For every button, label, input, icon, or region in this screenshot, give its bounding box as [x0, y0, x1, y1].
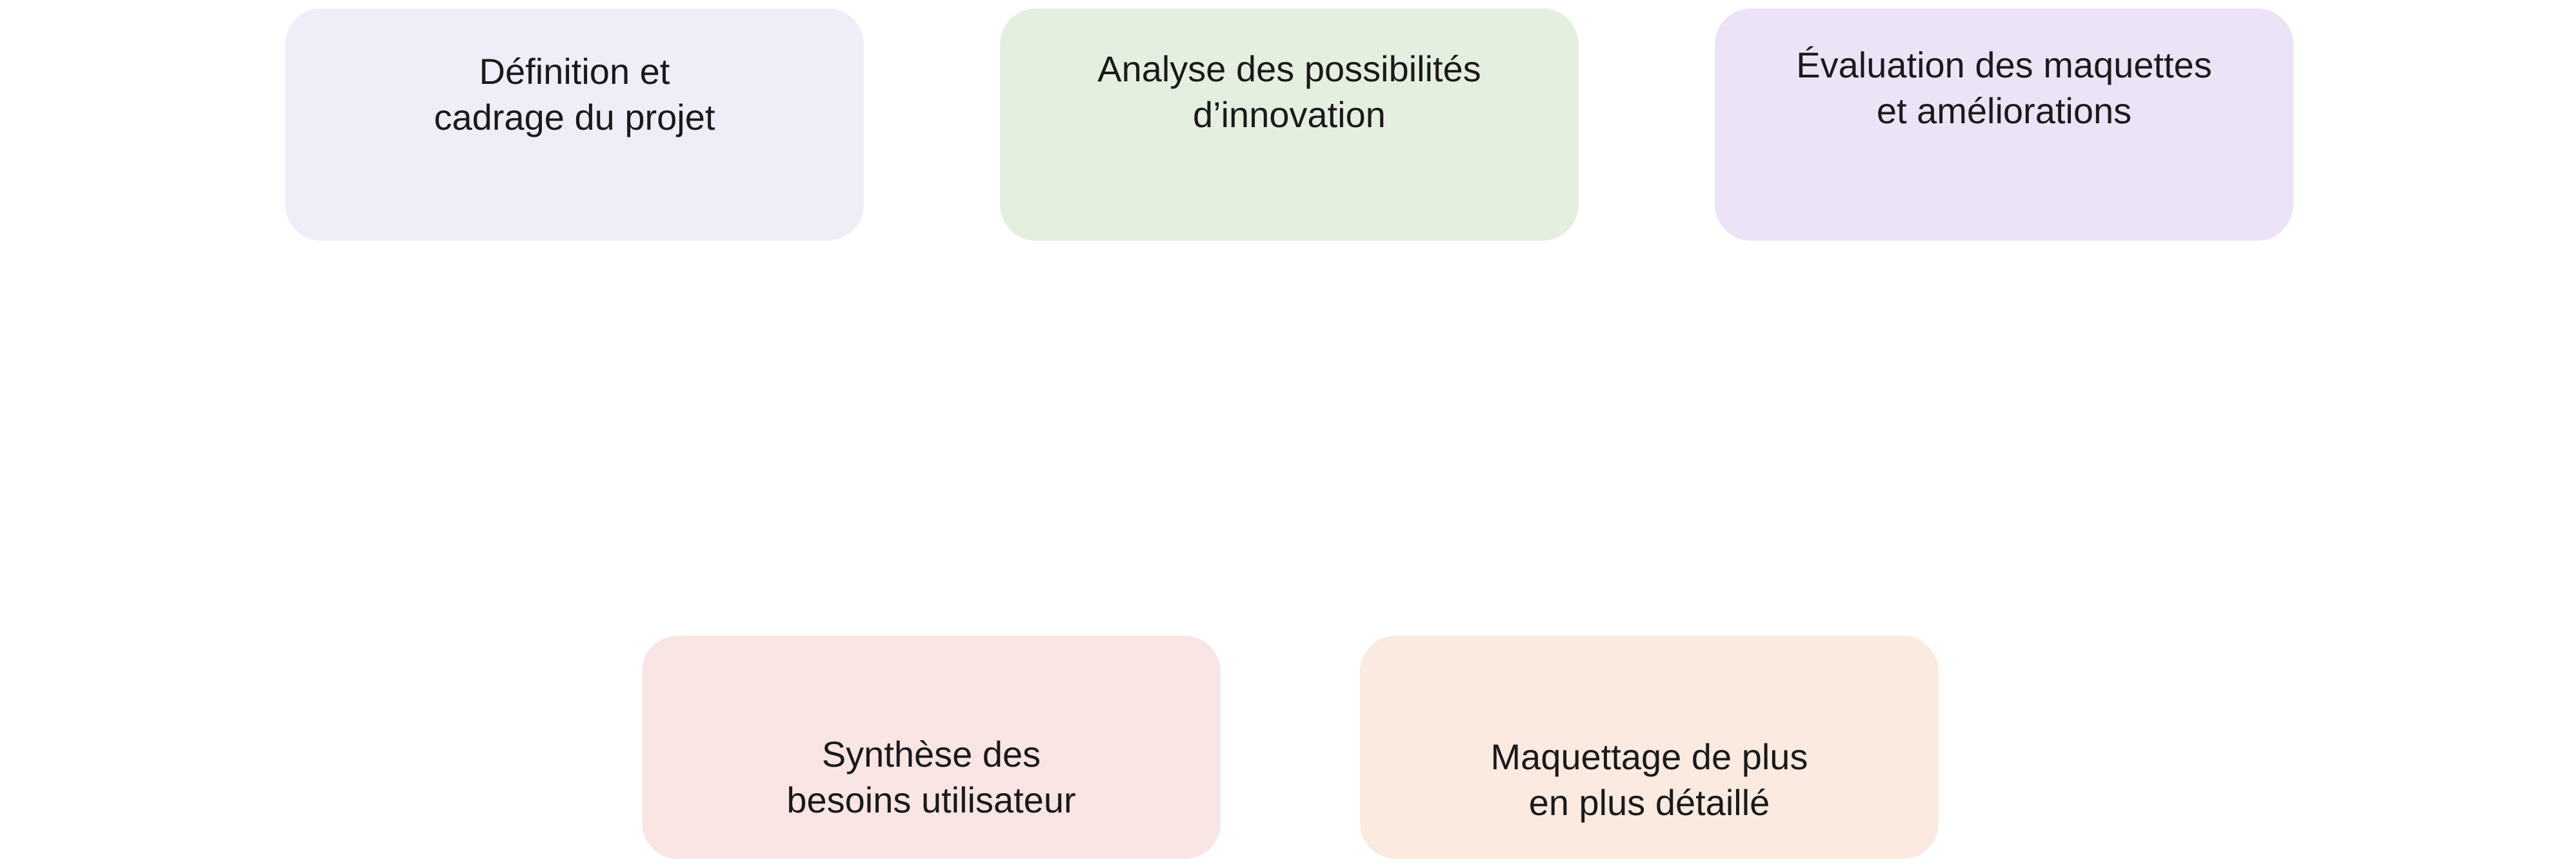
step-label-line: Définition et [479, 51, 670, 92]
step-label-line: en plus détaillé [1528, 782, 1770, 823]
step-label-line: Analyse des possibilités [1097, 48, 1481, 89]
step-card-definition: Définition et cadrage du projet [285, 8, 864, 241]
step-label-line: Maquettage de plus [1490, 736, 1808, 777]
step-label-line: Synthèse des [821, 734, 1041, 774]
step-label-line: et améliorations [1876, 90, 2132, 131]
step-label-line: Évaluation des maquettes [1796, 45, 2212, 85]
step-card-evaluation: Évaluation des maquettes et amélioration… [1715, 8, 2293, 241]
step-label: Maquettage de plus en plus détaillé [1491, 734, 1808, 859]
step-label-line: besoins utilisateur [786, 780, 1076, 820]
step-card-maquettage: Maquettage de plus en plus détaillé [1360, 636, 1939, 859]
step-label: Évaluation des maquettes et amélioration… [1796, 42, 2212, 241]
step-card-analyse: Analyse des possibilités d’innovation [1000, 8, 1579, 241]
step-label-line: d’innovation [1193, 94, 1386, 135]
step-card-synthese: Synthèse des besoins utilisateur [642, 636, 1221, 859]
step-label-line: cadrage du projet [434, 97, 715, 137]
step-label: Analyse des possibilités d’innovation [1097, 46, 1481, 241]
step-label: Synthèse des besoins utilisateur [786, 731, 1075, 859]
step-label: Définition et cadrage du projet [434, 48, 715, 241]
